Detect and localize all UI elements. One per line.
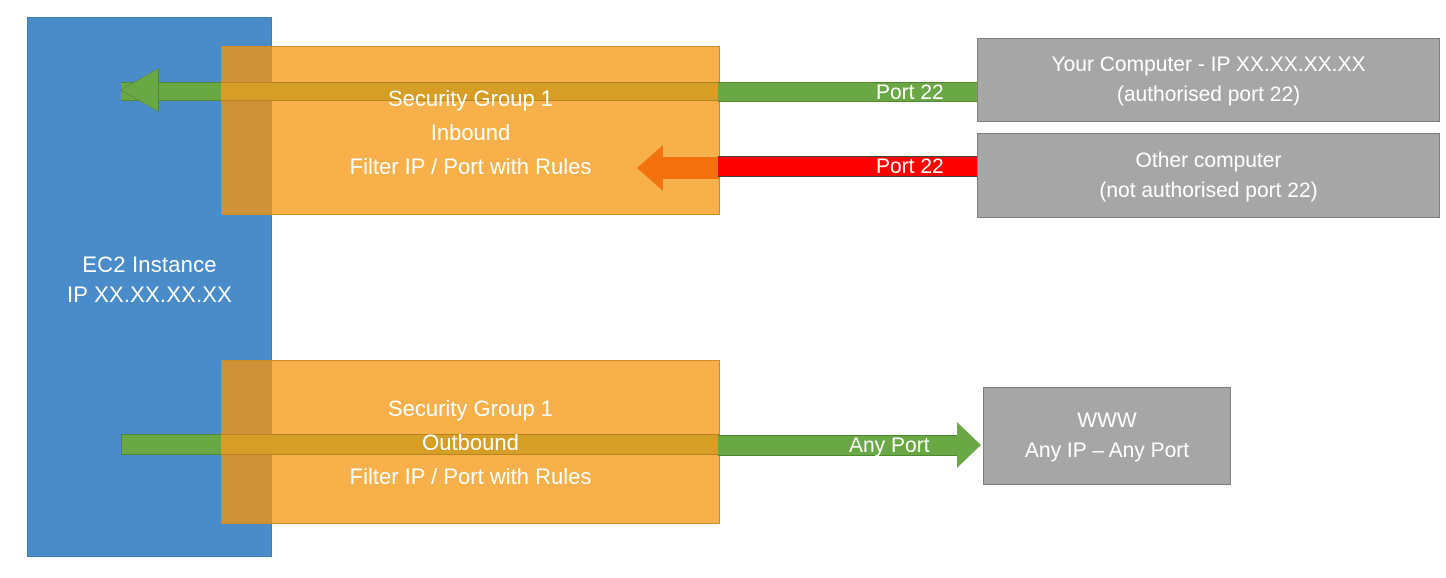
endpoint-your-computer-line2: (authorised port 22) [1116,83,1301,106]
endpoint-www-line1: WWW [1077,409,1137,432]
allowed-port22-bar [718,82,978,102]
allowed-outbound-arrow-shaft [718,435,959,456]
endpoint-www: WWW Any IP – Any Port [983,387,1231,485]
blocked-port22-label: Port 22 [876,155,944,178]
security-group-inbound-overlap [221,46,272,215]
allowed-outbound-arrowhead-icon [957,422,981,468]
allowed-inbound-arrow-shaft-overlap [221,82,719,101]
allowed-port22-label: Port 22 [876,81,944,104]
endpoint-your-computer: Your Computer - IP XX.XX.XX.XX (authoris… [977,38,1440,122]
blocked-port22-bar [718,156,978,177]
blocked-inbound-arrowhead-icon [637,145,663,191]
endpoint-your-computer-line1: Your Computer - IP XX.XX.XX.XX [1051,53,1366,76]
endpoint-other-computer: Other computer (not authorised port 22) [977,133,1440,218]
allowed-anyport-label: Any Port [849,434,930,457]
security-group-inbound-box [221,46,720,215]
ec2-instance-labels: EC2 Instance IP XX.XX.XX.XX [27,250,272,310]
endpoint-www-line2: Any IP – Any Port [1024,439,1190,462]
ec2-instance-ip: IP XX.XX.XX.XX [66,282,233,307]
ec2-instance-name: EC2 Instance [82,252,217,277]
allowed-inbound-arrowhead-icon [121,69,158,111]
endpoint-other-computer-line2: (not authorised port 22) [1099,178,1318,202]
allowed-outbound-arrow-shaft-overlap [221,434,719,455]
endpoint-other-computer-line1: Other computer [1135,148,1282,172]
blocked-inbound-arrow-shaft [660,157,720,179]
